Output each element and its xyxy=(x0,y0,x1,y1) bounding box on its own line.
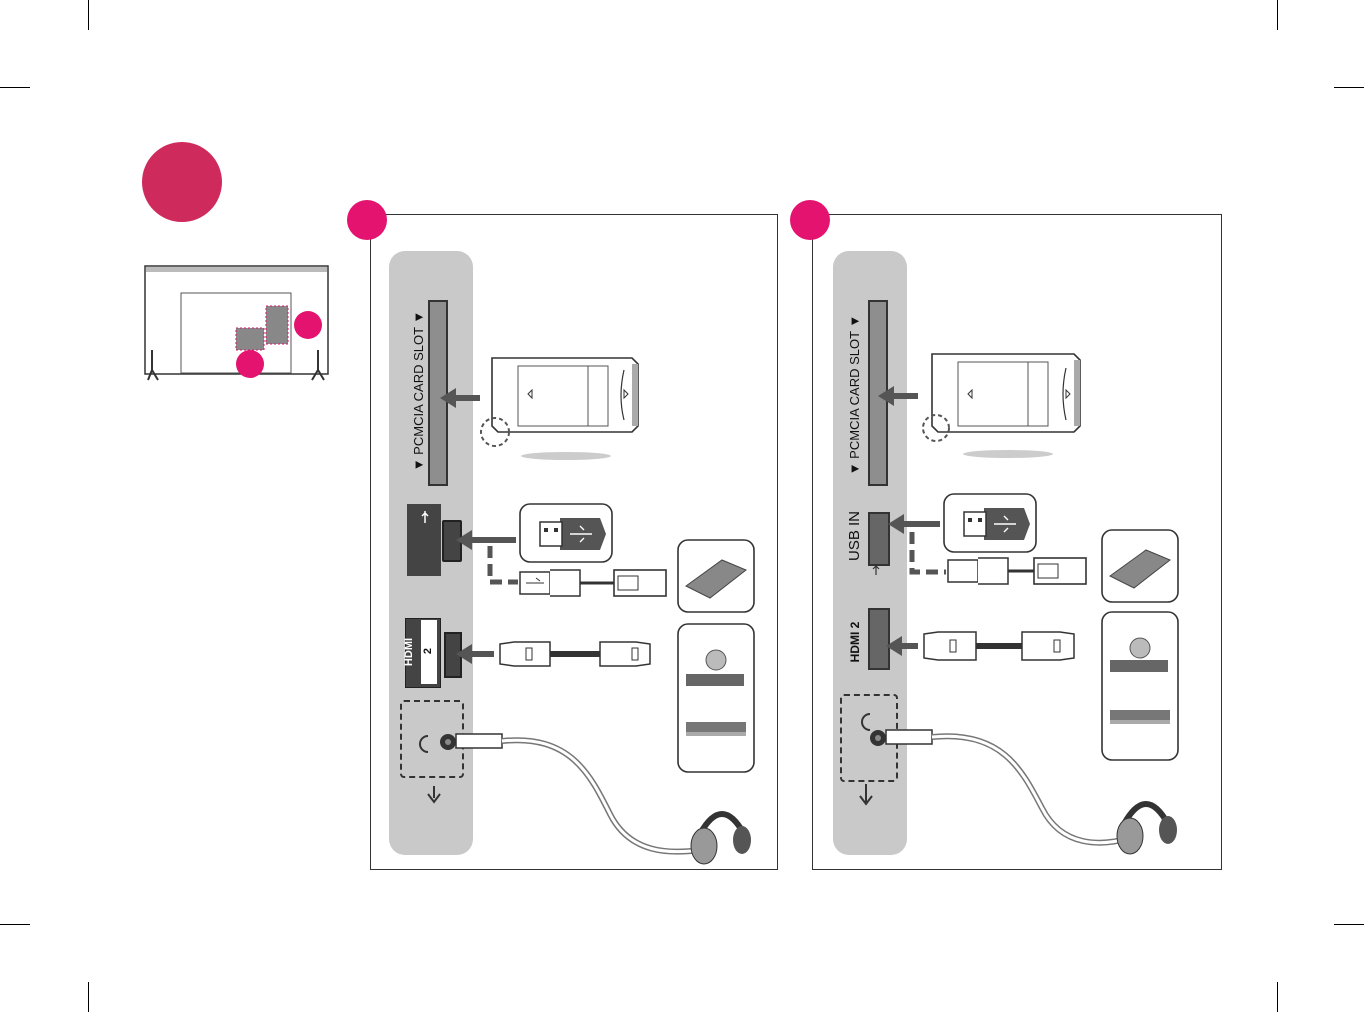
panel-b-av-devices xyxy=(1101,611,1179,761)
panel-a-usb-port-icon xyxy=(421,511,429,523)
panel-a-hdmi-cable xyxy=(499,641,651,667)
crop-mark xyxy=(88,0,89,30)
crop-mark xyxy=(0,924,30,925)
panel-a-external-hdd xyxy=(677,539,755,613)
panel-b-hdmi-arrow xyxy=(886,636,918,656)
panel-b-usb-port xyxy=(868,512,890,566)
panel-a-diagram xyxy=(419,357,755,865)
panel-b-hdmi-port xyxy=(868,608,890,670)
panel-a-usb-arrow xyxy=(456,530,516,550)
panel-a-usb-dashed-line xyxy=(487,546,518,585)
tv-back-overview xyxy=(144,265,329,381)
panel-b-usb-stick xyxy=(943,493,1037,553)
panel-b-usb-arrow xyxy=(888,514,940,534)
panel-a-pcmcia-slot xyxy=(428,300,448,486)
panel-a-hdmi-number-box xyxy=(421,620,437,684)
crop-mark xyxy=(1334,924,1364,925)
panel-a-headphones xyxy=(455,733,751,865)
panel-a-usb-port-block xyxy=(407,504,441,576)
panel-b-usb-small-icon xyxy=(872,565,880,575)
panel-a-headphone-jack xyxy=(419,734,456,804)
panel-b-headphones xyxy=(885,729,1177,855)
panel-b-external-hdd xyxy=(1101,529,1179,603)
panel-a-av-devices xyxy=(677,623,755,773)
panel-b-diagram xyxy=(859,353,1179,855)
panel-a-usb-cable xyxy=(519,569,667,597)
crop-mark xyxy=(1334,87,1364,88)
panel-b-pcmcia-arrow xyxy=(878,386,918,406)
crop-mark xyxy=(88,982,89,1012)
crop-mark xyxy=(0,87,30,88)
panel-b-cam-card xyxy=(922,353,1081,458)
panel-a-pcmcia-arrow xyxy=(440,388,480,408)
panel-b-usb-cable xyxy=(947,557,1087,585)
panel-b-headphone-jack xyxy=(859,713,886,806)
panel-a-cam-card xyxy=(480,357,639,460)
panel-b-usb-dashed-line xyxy=(909,532,946,575)
crop-mark xyxy=(1277,0,1278,30)
panel-b-hdmi-cable xyxy=(923,631,1075,661)
panel-b-badge xyxy=(790,200,830,240)
step-circle xyxy=(142,142,222,222)
panel-a-hdmi-arrow xyxy=(456,644,494,664)
panel-a-usb-stick xyxy=(519,503,613,563)
panel-a-badge xyxy=(347,200,387,240)
crop-mark xyxy=(1277,982,1278,1012)
